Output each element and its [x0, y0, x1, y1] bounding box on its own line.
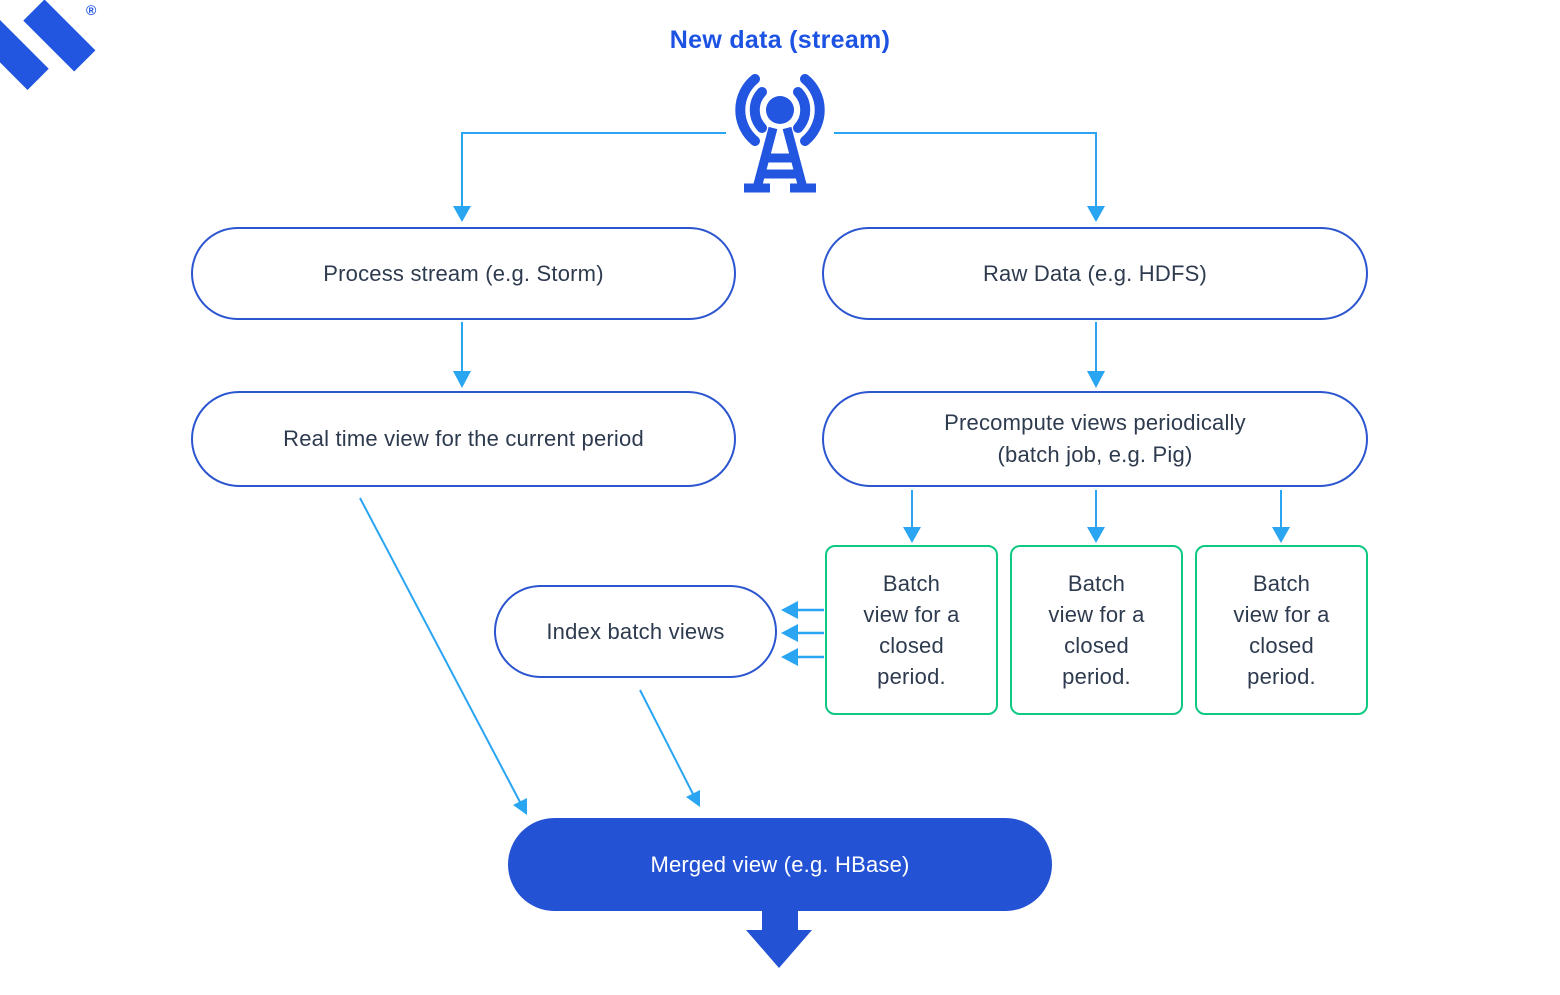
batch-to-index-connectors	[798, 608, 824, 659]
node-label-line: closed	[1064, 633, 1129, 658]
node-label-line: Batch	[1252, 571, 1311, 596]
node-label-line: period.	[877, 664, 946, 689]
node-label: Merged view (e.g. HBase)	[650, 851, 910, 877]
node-label-line: Batch	[1067, 571, 1126, 596]
node-label: Index batch views	[546, 618, 725, 644]
node-merged-view: Merged view (e.g. HBase)	[508, 818, 1052, 911]
node-label-line: view for a	[1048, 602, 1145, 627]
node-label-line: Batch	[882, 571, 941, 596]
node-real-time-view: Real time view for the current period	[191, 391, 736, 487]
node-label: Raw Data (e.g. HDFS)	[982, 260, 1208, 286]
registered-trademark-symbol: ®	[86, 2, 97, 18]
node-label-line: period.	[1062, 664, 1131, 689]
node-label-line2: (batch job, e.g. Pig)	[997, 442, 1193, 467]
node-label: Real time view for the current period	[283, 426, 644, 451]
node-label-line: view for a	[863, 602, 960, 627]
node-label-line: period.	[1247, 664, 1316, 689]
node-label: Process stream (e.g. Storm)	[323, 260, 604, 286]
node-label-line: closed	[1249, 633, 1314, 658]
node-batch-view-1: Batch view for a closed period.	[825, 545, 998, 715]
node-precompute-views: Precompute views periodically (batch job…	[822, 391, 1368, 487]
node-batch-view-3: Batch view for a closed period.	[1195, 545, 1368, 715]
node-raw-data: Raw Data (e.g. HDFS)	[822, 227, 1368, 320]
node-process-stream: Process stream (e.g. Storm)	[191, 227, 736, 320]
node-index-batch-views: Index batch views	[494, 585, 777, 678]
node-label-line: closed	[879, 633, 944, 658]
node-label-line1: Precompute views periodically	[944, 410, 1246, 435]
diagram-title: New data (stream)	[669, 26, 891, 54]
node-batch-view-2: Batch view for a closed period.	[1010, 545, 1183, 715]
toptal-logo-icon	[0, 0, 96, 90]
big-output-arrow	[746, 906, 812, 968]
node-label-line: view for a	[1233, 602, 1330, 627]
radio-tower-icon	[735, 74, 825, 193]
